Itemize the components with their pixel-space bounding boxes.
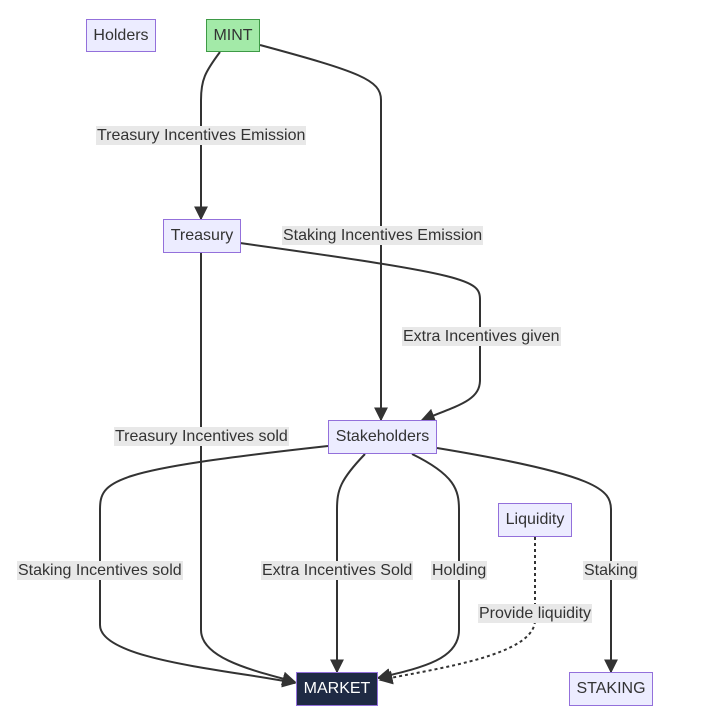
node-holders[interactable]: Holders (86, 19, 156, 52)
node-label: Stakeholders (335, 428, 430, 445)
edge-stakeholders-market-staking-sold (99, 445, 329, 688)
node-market[interactable]: MARKET (296, 672, 378, 706)
edge-label-treasury-sold: Treasury Incentives sold (114, 427, 289, 446)
node-label: Treasury (170, 227, 234, 244)
node-label: MINT (213, 26, 253, 44)
node-label: STAKING (576, 680, 646, 697)
edge-label-treasury-emission: Treasury Incentives Emission (96, 126, 307, 145)
node-label: Liquidity (505, 511, 565, 528)
node-stakeholders[interactable]: Stakeholders (328, 420, 437, 454)
edge-treasury-stakeholders (239, 242, 481, 422)
edge-label-provide-liquidity: Provide liquidity (478, 604, 593, 623)
edge-label-extra-sold: Extra Incentives Sold (261, 561, 414, 580)
edge-mint-stakeholders (259, 44, 388, 422)
edge-label-holding: Holding (431, 561, 488, 580)
edge-label-staking-emission: Staking Incentives Emission (282, 226, 484, 245)
node-mint[interactable]: MINT (206, 19, 260, 52)
node-staking[interactable]: STAKING (569, 672, 653, 706)
edge-mint-treasury (194, 51, 221, 221)
node-label: Holders (93, 26, 149, 44)
node-liquidity[interactable]: Liquidity (498, 503, 572, 537)
edge-label-staking: Staking (583, 561, 639, 580)
edge-label-staking-sold: Staking Incentives sold (17, 561, 183, 580)
edge-liquidity-market (378, 537, 536, 685)
edge-treasury-market (200, 253, 297, 686)
edge-stakeholders-market-extra-sold (330, 453, 366, 674)
edge-stakeholders-market-holding (376, 453, 460, 682)
node-label: MARKET (303, 680, 371, 697)
edge-stakeholders-staking (436, 447, 618, 674)
node-treasury[interactable]: Treasury (163, 219, 241, 253)
edge-label-extra-given: Extra Incentives given (402, 327, 561, 346)
